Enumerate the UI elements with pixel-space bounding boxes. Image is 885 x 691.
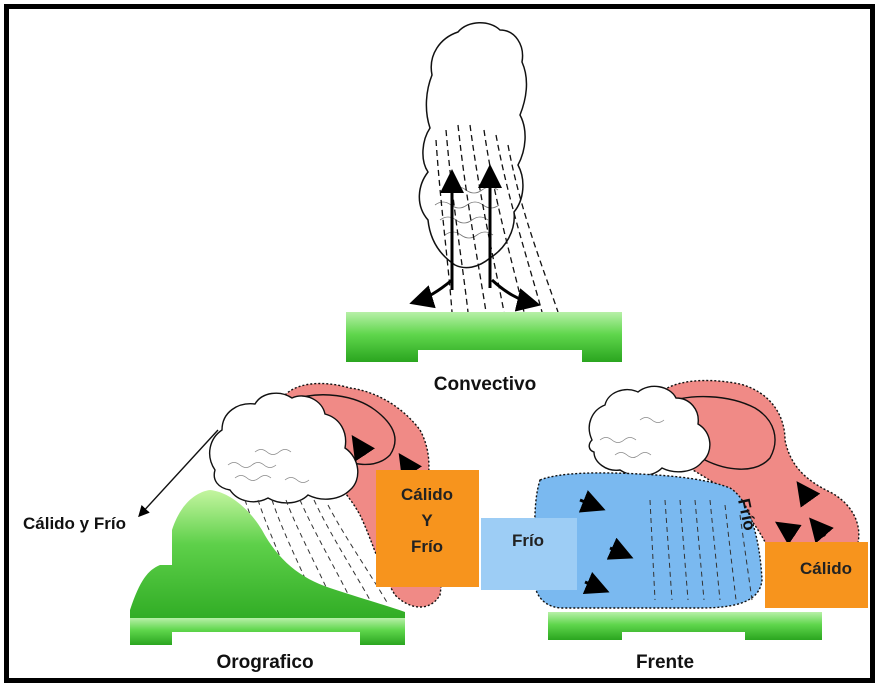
calido-box-line3: Frío [411,537,443,556]
frente-label: Frente [636,652,694,673]
orographic-ground [130,618,405,645]
inflow-arrows [415,280,535,304]
convective-ground [346,312,622,362]
convectivo-label: Convectivo [434,374,536,395]
calido-box-label: Cálido [800,559,852,578]
calido-box: Cálido [765,542,868,608]
calido-y-frio-box: Cálido Y Frío [376,470,479,587]
frio-box-label: Frío [512,531,544,550]
frontal-ground [548,612,822,640]
frio-box: Frío [481,518,577,590]
convective-panel: Convectivo [346,23,622,395]
calido-box-line2: Y [421,511,433,530]
calido-y-frio-label: Cálido y Frío [23,514,126,533]
orografico-label: Orografico [216,652,313,673]
calido-box-line1: Cálido [401,485,453,504]
frontal-panel: Frío Frente [534,381,859,673]
